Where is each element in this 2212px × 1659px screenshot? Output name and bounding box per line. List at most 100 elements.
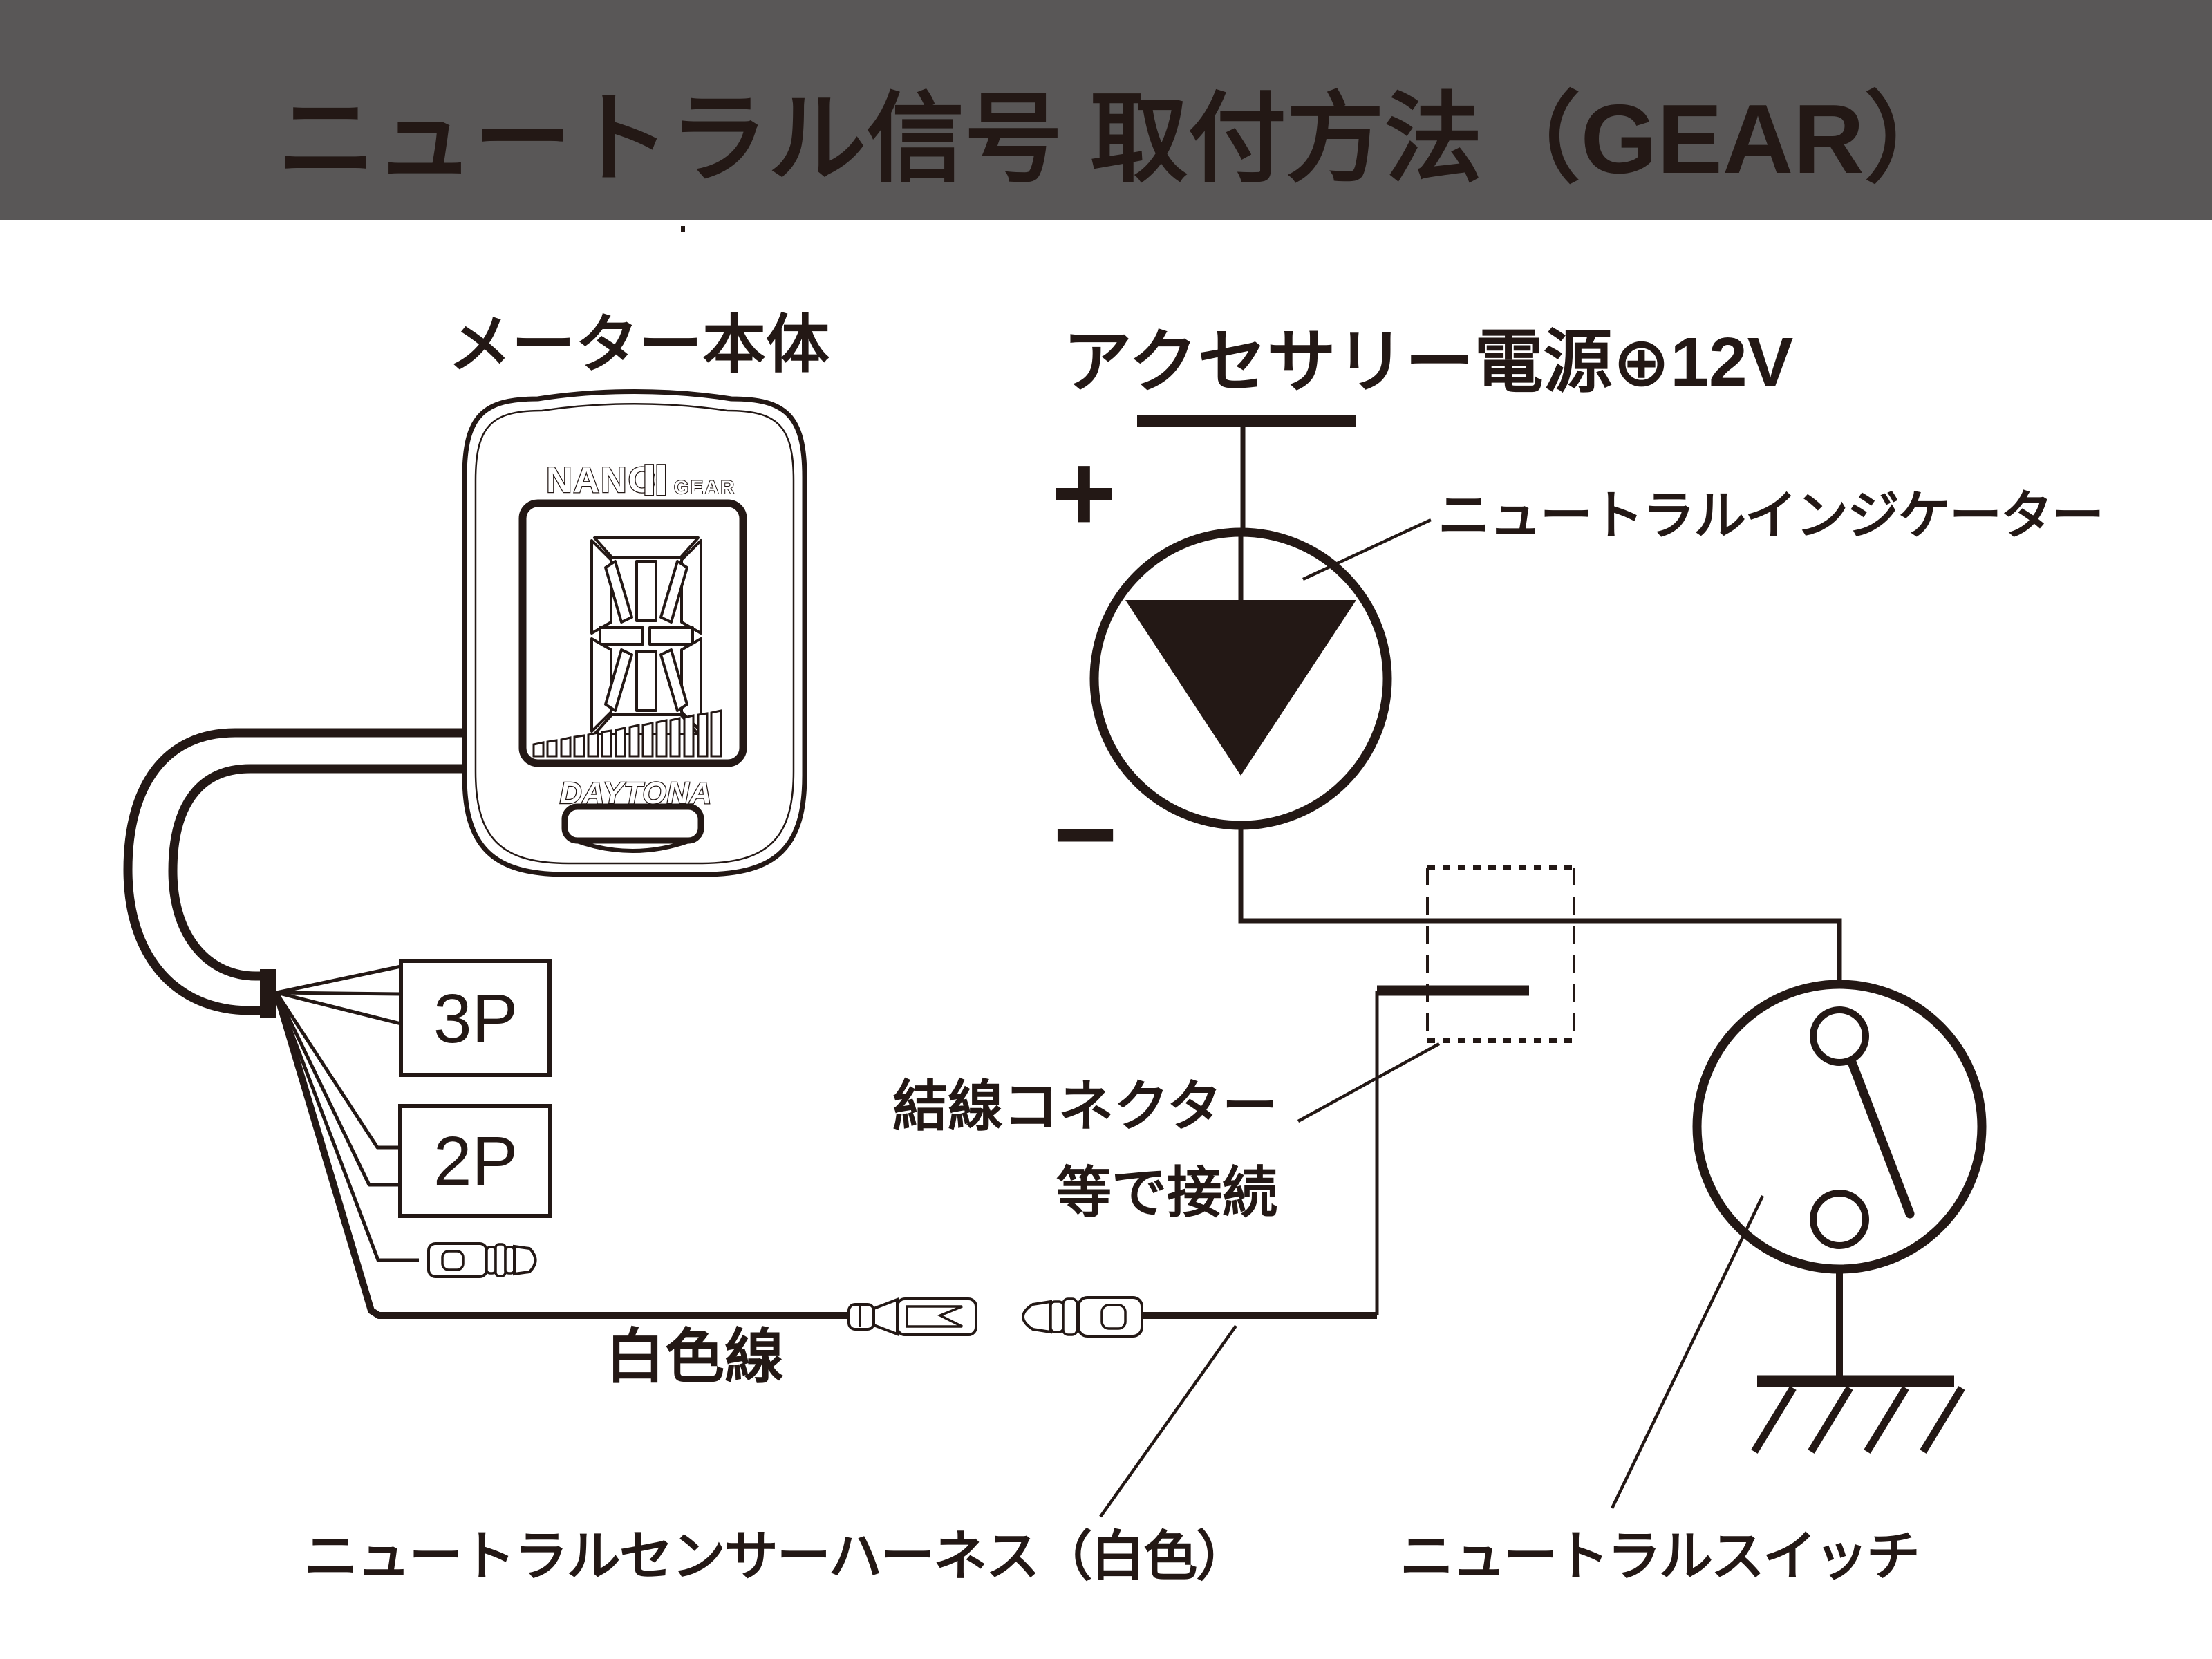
ground-hatch-4 <box>1920 1386 1965 1454</box>
fan-line-3p-1 <box>276 964 402 995</box>
bar <box>601 729 612 758</box>
seg-center-top <box>635 560 657 622</box>
box-2p <box>398 1104 552 1218</box>
switch-arm <box>1846 1056 1915 1219</box>
female-terminal-cap <box>847 1303 875 1331</box>
indicator-triangle <box>1125 600 1356 776</box>
meter-button-lip <box>574 838 692 853</box>
seg-bot-right <box>680 637 702 733</box>
meter-button <box>561 803 704 844</box>
fan-line-2p-2 <box>274 991 400 1187</box>
lead-connector-rib-1 <box>485 1246 497 1275</box>
male-bullet-tip <box>1022 1300 1052 1334</box>
male-housing-hole <box>1100 1304 1127 1330</box>
meter-body-label: メーター本体 <box>448 310 830 380</box>
bar <box>683 714 695 758</box>
label-2p: 2P <box>433 1123 518 1200</box>
meter-logo-gear: GEAR <box>674 477 736 498</box>
ground-hatch-3 <box>1864 1386 1909 1454</box>
cable-inner-curve <box>168 764 467 981</box>
male-rib-1 <box>1049 1300 1065 1333</box>
connector-3p-box: 3P <box>399 959 552 1077</box>
white-harness-wire-left <box>273 991 849 1319</box>
lead-bullet-connector <box>427 1242 537 1278</box>
bar <box>669 717 681 758</box>
cable-outer-curve <box>123 728 467 1015</box>
meter-logo-nano: NANO <box>546 460 657 500</box>
leader-indicator <box>1302 518 1432 581</box>
plus-symbol: + <box>1051 431 1116 554</box>
leader-harness <box>1099 1324 1237 1518</box>
fan-line-lead <box>274 992 419 1262</box>
bar <box>615 727 626 758</box>
seg-mid-right <box>648 626 694 646</box>
harness-connector-pair <box>847 1296 1143 1338</box>
neutral-indicator-label: ニュートラルインジケーター <box>1438 487 2103 545</box>
lead-connector-bullet <box>513 1244 537 1276</box>
accessory-power-label: アクセサリー電源⊕12V <box>1063 324 1794 401</box>
page-title: ニュートラル信号 取付方法（GEAR） <box>277 84 1962 194</box>
seg-center-bottom <box>635 650 657 712</box>
seg-top-left <box>590 539 612 635</box>
leader-splice <box>1297 1042 1441 1123</box>
bar <box>628 724 640 758</box>
neutral-indicator-lamp <box>1089 527 1392 830</box>
male-rib-2 <box>1062 1297 1078 1336</box>
neutral-switch-label: ニュートラルスイッチ <box>1400 1526 1918 1586</box>
bar <box>710 709 722 758</box>
seg-diag-tl <box>604 560 633 624</box>
harness-label: ニュートラルセンサーハーネス（白色） <box>304 1526 1248 1586</box>
header-bar: ニュートラル信号 取付方法（GEAR） <box>0 0 2212 220</box>
leader-lines <box>1099 518 1765 1518</box>
ground-symbol <box>1751 1375 1965 1454</box>
switch-terminal-top <box>1810 1006 1869 1066</box>
bar <box>573 734 585 758</box>
minus-symbol: − <box>1053 772 1117 896</box>
female-terminal-pocket <box>906 1305 963 1328</box>
switch-terminal-bottom <box>1810 1190 1869 1249</box>
lead-connector-rib-2 <box>494 1243 507 1277</box>
female-terminal-body <box>896 1297 977 1336</box>
seg-mid-left <box>599 626 644 646</box>
label-3p: 3P <box>433 980 518 1058</box>
fan-line-3p-2 <box>276 991 402 996</box>
power-source-symbol: + − <box>1051 415 1356 896</box>
meter-logo-numeral: Ⅱ <box>641 458 669 504</box>
tachometer-bar-graph <box>532 709 722 758</box>
bar <box>532 741 545 758</box>
seg-top <box>593 536 700 559</box>
meter-body: NANO Ⅱ GEAR <box>462 389 807 877</box>
box-3p <box>399 959 552 1077</box>
wiring <box>273 825 1843 1376</box>
header-background <box>0 0 2212 220</box>
bar <box>641 722 654 758</box>
ground-hatch-2 <box>1808 1386 1853 1454</box>
seg-diag-br <box>659 648 688 712</box>
connector-2p-box: 2P <box>398 1104 552 1218</box>
indicator-to-switch-wire <box>1238 825 1842 982</box>
splice-connector-box <box>1426 865 1575 1043</box>
switch-circle <box>1692 980 1987 1274</box>
fan-line-3p-3 <box>276 991 402 1026</box>
leader-switch <box>1610 1195 1765 1509</box>
stray-mark <box>681 226 685 232</box>
splice-label-line2: 等で接続 <box>1056 1162 1277 1224</box>
bar <box>560 736 572 758</box>
seg-diag-bl <box>604 648 633 712</box>
cable-end-stub <box>260 969 276 1018</box>
seg-diag-tr <box>659 560 688 624</box>
ground-hatch-1 <box>1751 1386 1797 1454</box>
bar <box>587 731 599 758</box>
splice-label-line1: 結線コネクター <box>892 1076 1277 1137</box>
white-wire-label: 白色線 <box>606 1324 784 1390</box>
bar <box>546 739 558 758</box>
meter-cable <box>123 728 467 1015</box>
meter-case-seam <box>474 403 795 865</box>
lead-connector-hole <box>441 1250 465 1271</box>
seg-top-right <box>680 539 702 635</box>
bar <box>697 712 709 758</box>
fan-line-2p-1 <box>274 991 400 1150</box>
cable-fanout-lines <box>274 964 419 1262</box>
gear-digit-display <box>590 536 702 735</box>
seg-bot-left <box>590 637 612 733</box>
